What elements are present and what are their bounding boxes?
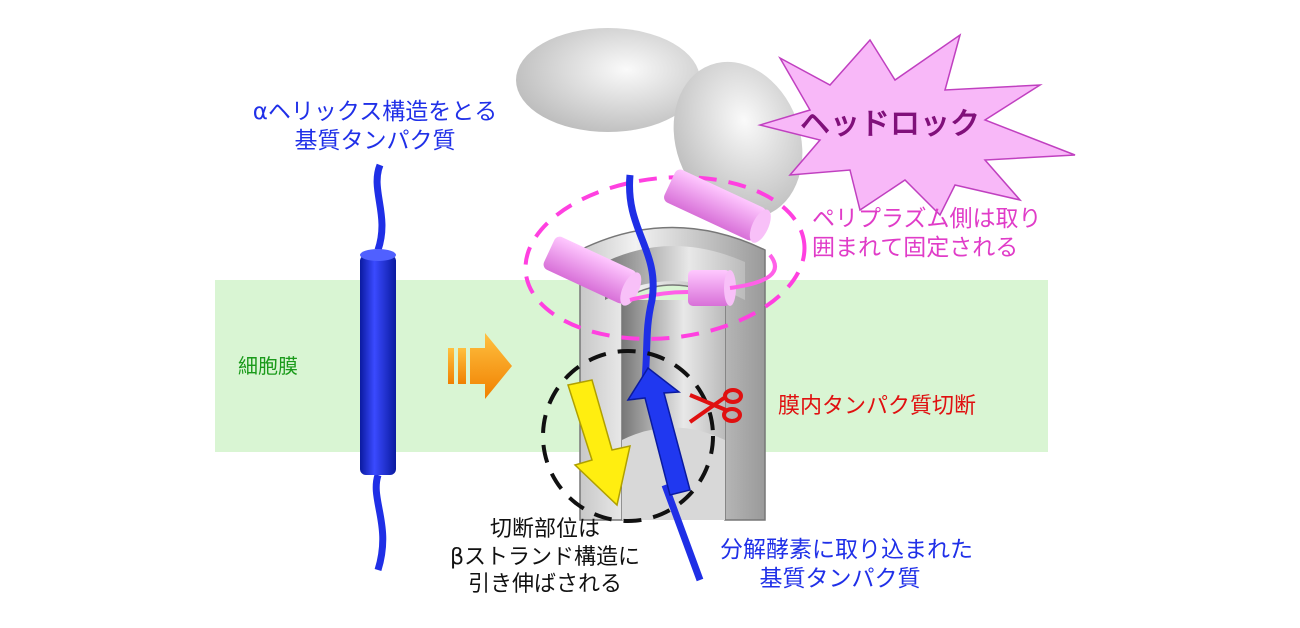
intramembrane-cleavage-label: 膜内タンパク質切断 (778, 394, 977, 419)
label-line: 分解酵素に取り込まれた (720, 537, 973, 563)
headlock-burst (757, 33, 1076, 217)
label-line: αヘリックス構造をとる (252, 99, 498, 125)
alpha-helix-substrate-label: αヘリックス構造をとる 基質タンパク質 (250, 98, 500, 156)
scissors-icon (688, 388, 743, 424)
label-line: ペリプラズム側は取り (812, 206, 1042, 232)
headlock-label: ヘッドロック (800, 107, 980, 142)
captured-substrate-label: 分解酵素に取り込まれた 基質タンパク質 (720, 536, 973, 594)
cell-membrane-label: 細胞膜 (238, 354, 298, 378)
periplasm-enclosure-outline (523, 175, 807, 341)
label-line: βストランド構造に (449, 544, 641, 570)
periplasm-label: ペリプラズム側は取り 囲まれて固定される (812, 205, 1042, 263)
pink-helices (543, 169, 777, 306)
cleavage-site-label: 切断部位は βストランド構造に 引き伸ばされる (420, 516, 670, 599)
beta-strand-arrow-yellow (567, 379, 631, 507)
transition-arrow-icon (448, 333, 512, 399)
label-line: 切断部位は (489, 517, 600, 542)
enzyme-domain-1 (516, 28, 700, 132)
label-line: 基質タンパク質 (294, 127, 456, 154)
substrate-strand-captured (626, 174, 704, 582)
label-line: 囲まれて固定される (812, 234, 1019, 261)
substrate-strand-left (372, 163, 387, 572)
alpha-helix-cylinder (360, 249, 396, 475)
beta-strand-arrow-blue (626, 366, 691, 496)
label-line: 基質タンパク質 (759, 565, 921, 592)
cleavage-site-outline (541, 349, 715, 523)
label-line: 引き伸ばされる (467, 572, 622, 597)
